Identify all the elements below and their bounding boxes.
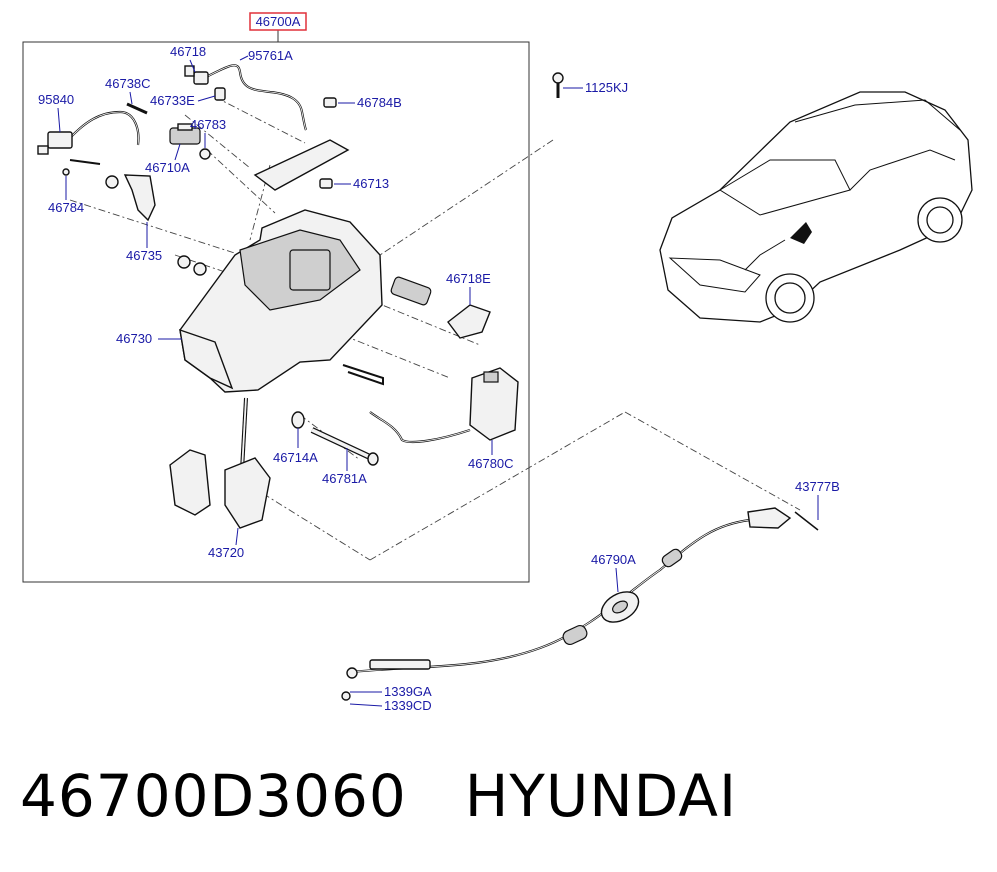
label-1339GA[interactable]: 1339GA: [384, 684, 432, 699]
assembly-label[interactable]: 46700A: [256, 14, 301, 29]
clip: [342, 364, 384, 386]
washer-1: [177, 255, 191, 269]
washer-2: [193, 262, 207, 276]
label-46790A[interactable]: 46790A: [591, 552, 636, 567]
label-46738C[interactable]: 46738C: [105, 76, 151, 91]
part-number: 46700D3060: [20, 762, 407, 830]
label-46710A[interactable]: 46710A: [145, 160, 190, 175]
bracket-46735: [62, 159, 156, 222]
bolt-1125KJ: [552, 72, 564, 98]
wire-harness-95761A: [184, 64, 308, 131]
label-46713[interactable]: 46713: [353, 176, 389, 191]
indicator-plate: [253, 139, 350, 191]
callouts: 46718 95761A 46738C 95840 46733E 46784B …: [38, 44, 840, 713]
guide-lines: [69, 96, 801, 561]
assembly-frame: [22, 41, 530, 583]
washer-46714A: [291, 411, 305, 429]
label-46780C[interactable]: 46780C: [468, 456, 514, 471]
switch-46718E: [390, 276, 491, 339]
vehicle-illustration: [659, 91, 973, 323]
label-46733E[interactable]: 46733E: [150, 93, 195, 108]
label-46714A[interactable]: 46714A: [273, 450, 318, 465]
label-46781A[interactable]: 46781A: [322, 471, 367, 486]
label-1125KJ[interactable]: 1125KJ: [585, 80, 628, 95]
actuator-46780C: [369, 367, 519, 444]
label-46784[interactable]: 46784: [48, 200, 84, 215]
assembly-label-box: [249, 12, 307, 31]
part-caption: 46700D3060 HYUNDAI: [20, 762, 737, 830]
label-95761A[interactable]: 95761A: [248, 48, 293, 63]
label-95840[interactable]: 95840: [38, 92, 74, 107]
label-46784B[interactable]: 46784B: [357, 95, 402, 110]
module-46710A: [169, 123, 211, 160]
label-1339CD[interactable]: 1339CD: [384, 698, 432, 713]
label-46735[interactable]: 46735: [126, 248, 162, 263]
label-46730[interactable]: 46730: [116, 331, 152, 346]
shaft-46781A: [310, 427, 379, 466]
brand-name: HYUNDAI: [464, 762, 738, 830]
shift-housing-46730: [179, 209, 383, 393]
pin-46738C: [126, 102, 148, 115]
shift-cable-46790A: [341, 507, 819, 701]
label-43720[interactable]: 43720: [208, 545, 244, 560]
label-46783[interactable]: 46783: [190, 117, 226, 132]
cap-46713: [319, 178, 333, 189]
label-43777B[interactable]: 43777B: [795, 479, 840, 494]
cap-46784B: [323, 97, 337, 108]
lever-43720: [169, 397, 271, 529]
label-46718[interactable]: 46718: [170, 44, 206, 59]
harness-95840: [37, 110, 140, 155]
label-46718E[interactable]: 46718E: [446, 271, 491, 286]
